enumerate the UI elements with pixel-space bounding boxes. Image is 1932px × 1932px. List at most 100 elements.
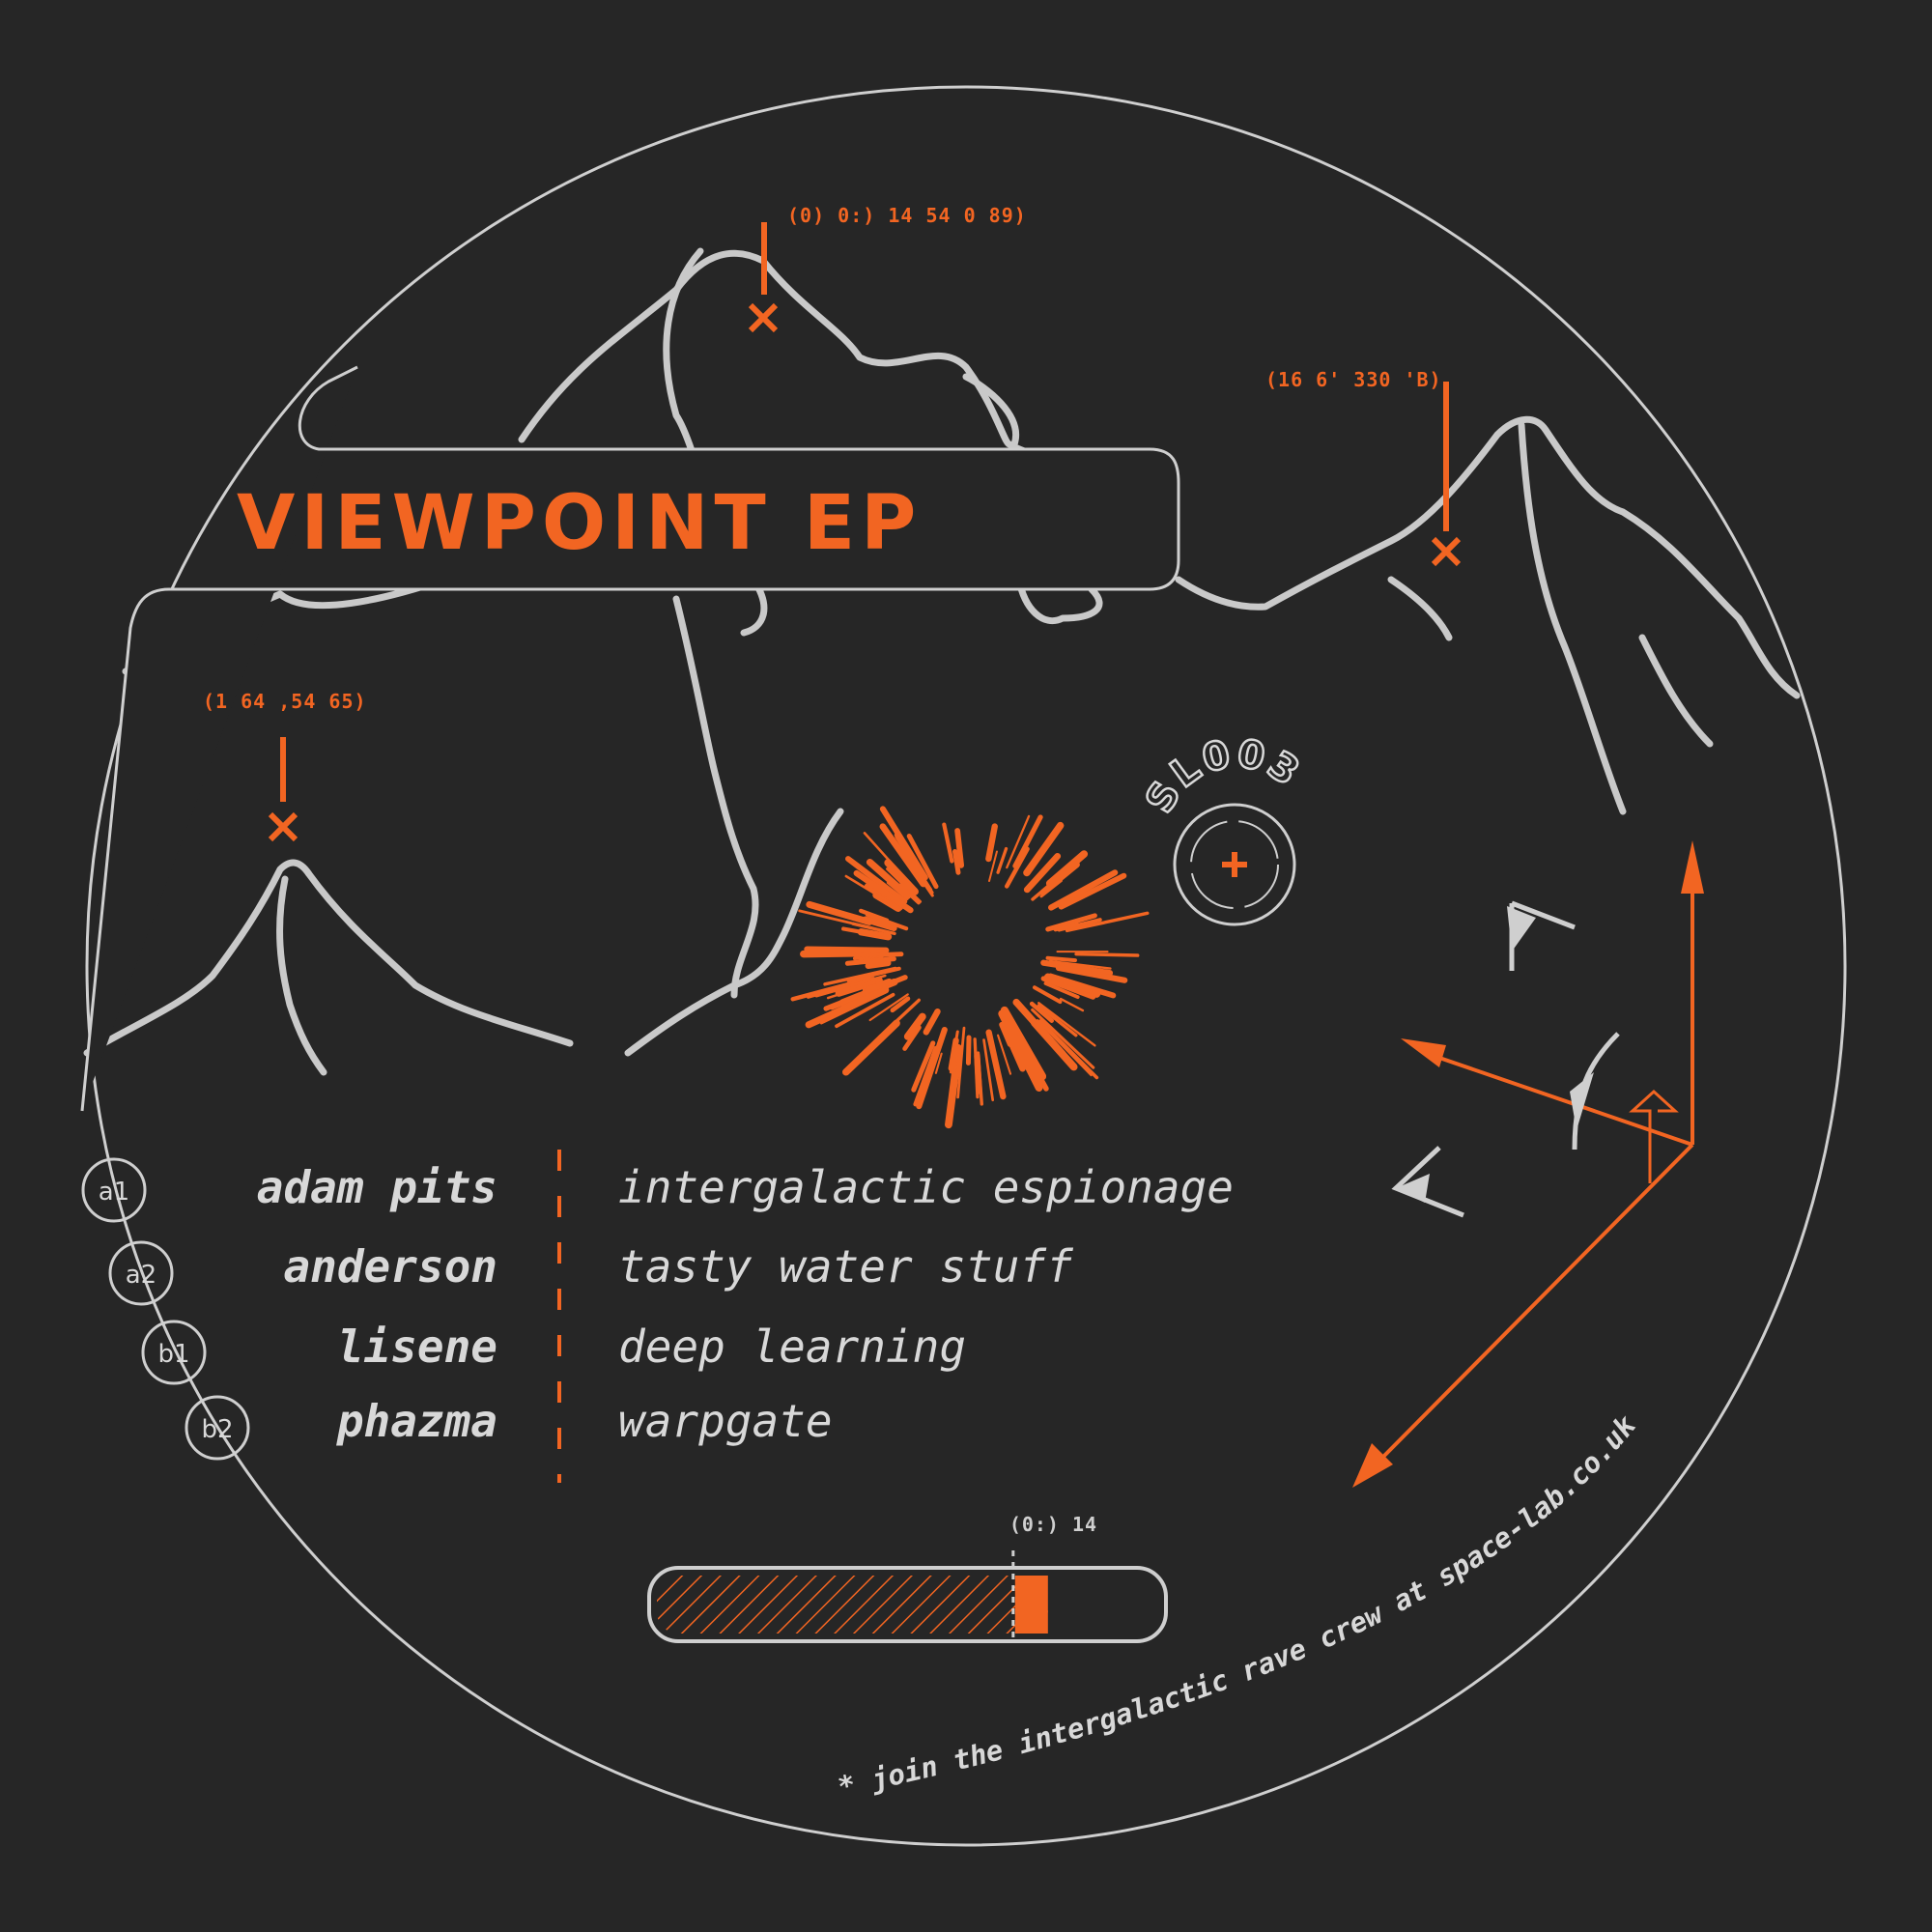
burst-ray	[1012, 814, 1043, 869]
burst-ray	[1057, 918, 1102, 932]
track-artist: anderson	[283, 1240, 497, 1293]
burst-ray	[1012, 998, 1066, 1058]
burst-ray	[879, 823, 927, 888]
burst-ray	[1023, 821, 1065, 877]
burst-ray	[859, 908, 890, 923]
record-outline	[85, 85, 1847, 1847]
burst-ray	[879, 806, 928, 881]
burst-ray	[1039, 861, 1080, 895]
side-label: b1	[157, 1340, 189, 1369]
burst-ray	[805, 986, 890, 1029]
track-artist: lisene	[337, 1321, 497, 1373]
burst-ray	[982, 1038, 995, 1102]
burst-ray	[1031, 1008, 1095, 1069]
burst-ray	[1045, 913, 1097, 932]
burst-ray	[851, 922, 896, 936]
progress-fill	[657, 1576, 1048, 1634]
burst-ray	[948, 1037, 959, 1072]
burst-ray	[1048, 869, 1119, 911]
burst-ray	[911, 1040, 936, 1093]
track-b1: b1 lisene deep learning	[141, 1320, 966, 1385]
burst-ray	[919, 876, 934, 897]
side-label: b2	[201, 1415, 233, 1444]
track-artist: adam pits	[257, 1161, 497, 1213]
tracklist: a1 adam pits intergalactic espionage a2 …	[81, 1150, 1234, 1483]
burst-ray	[998, 1009, 1043, 1092]
burst-ray	[845, 856, 908, 905]
burst-ray	[1058, 872, 1127, 910]
burst-ray	[826, 981, 876, 1000]
burst-ray	[865, 979, 892, 993]
track-a2: a2 anderson tasty water stuff	[108, 1240, 1073, 1306]
axis-diagram	[1352, 840, 1704, 1488]
track-b2: b2 phazma warpgate	[185, 1395, 833, 1461]
side-label: a1	[99, 1178, 129, 1207]
peak-right-coordinate: (16 6' 330 'B)	[1265, 368, 1442, 391]
burst-ray	[863, 832, 917, 892]
burst-ray	[1005, 1033, 1026, 1072]
track-title: tasty water stuff	[618, 1240, 1073, 1293]
burst-ray	[952, 848, 961, 875]
burst-ray	[823, 966, 897, 986]
burst-ray	[841, 926, 870, 936]
burst-ray	[1048, 959, 1112, 970]
burst-ray	[800, 949, 880, 958]
burst-ray	[884, 859, 919, 895]
burst-ray	[868, 993, 909, 1022]
burst-ray	[996, 846, 1009, 874]
burst-ray	[954, 828, 965, 868]
burst-ray	[903, 1012, 926, 1040]
burst-ray	[835, 992, 895, 1029]
progress-marker-label: (0:) 14	[1009, 1513, 1097, 1536]
burst-ray	[902, 1025, 922, 1051]
burst-ray	[894, 833, 933, 892]
peak-marker-right: (16 6' 330 'B)	[1265, 368, 1462, 567]
burst-ray	[1059, 997, 1085, 1012]
burst-ray	[997, 1034, 1012, 1075]
burst-ray	[806, 900, 873, 925]
progress-bar: (0:) 14	[647, 1513, 1168, 1643]
burst-ray	[807, 974, 887, 999]
burst-ray	[1006, 814, 1031, 869]
burst-ray	[906, 833, 939, 890]
burst-ray	[1045, 955, 1077, 963]
burst-ray	[916, 1026, 948, 1110]
burst-ray	[890, 996, 911, 1013]
burst-ray	[965, 1035, 972, 1065]
burst-ray	[1037, 1002, 1096, 1047]
burst-ray	[985, 1029, 1007, 1100]
burst-ray	[974, 1052, 982, 1094]
burst-ray	[1038, 1019, 1099, 1080]
burst-ray	[1065, 911, 1150, 933]
peak-marker-top: (0) 0:) 14 54 0 89)	[748, 204, 1026, 333]
burst-ray	[923, 1008, 941, 1036]
burst-ray	[1040, 959, 1114, 977]
burst-ray	[985, 823, 998, 863]
burst-ray	[1043, 981, 1080, 1000]
burst-ray	[886, 867, 923, 903]
burst-ray	[988, 850, 998, 882]
burst-ray	[823, 975, 908, 1011]
burst-ray	[853, 869, 914, 914]
burst-ray	[1040, 976, 1096, 1000]
burst-ray	[1043, 973, 1093, 995]
peak-marker-left: (1 64 ,54 65)	[203, 690, 367, 842]
track-title: intergalactic espionage	[618, 1161, 1234, 1213]
track-title: deep learning	[618, 1321, 966, 1373]
burst-ray	[842, 1019, 900, 1076]
burst-ray	[865, 959, 892, 969]
burst-ray	[942, 822, 954, 864]
catalog-badge: SL003	[1136, 730, 1308, 926]
burst-ray	[844, 874, 893, 905]
burst-ray	[1037, 1004, 1078, 1037]
burst-ray	[877, 998, 921, 1039]
title-frame	[80, 365, 1180, 1112]
burst-ray	[1015, 1035, 1049, 1092]
burst-ray	[934, 1052, 943, 1074]
burst-ray	[1023, 852, 1062, 894]
burst-ray	[1029, 1001, 1055, 1023]
burst-ray	[955, 1053, 962, 1078]
burst-ray	[804, 946, 890, 953]
peak-left-coordinate: (1 64 ,54 65)	[203, 690, 367, 713]
